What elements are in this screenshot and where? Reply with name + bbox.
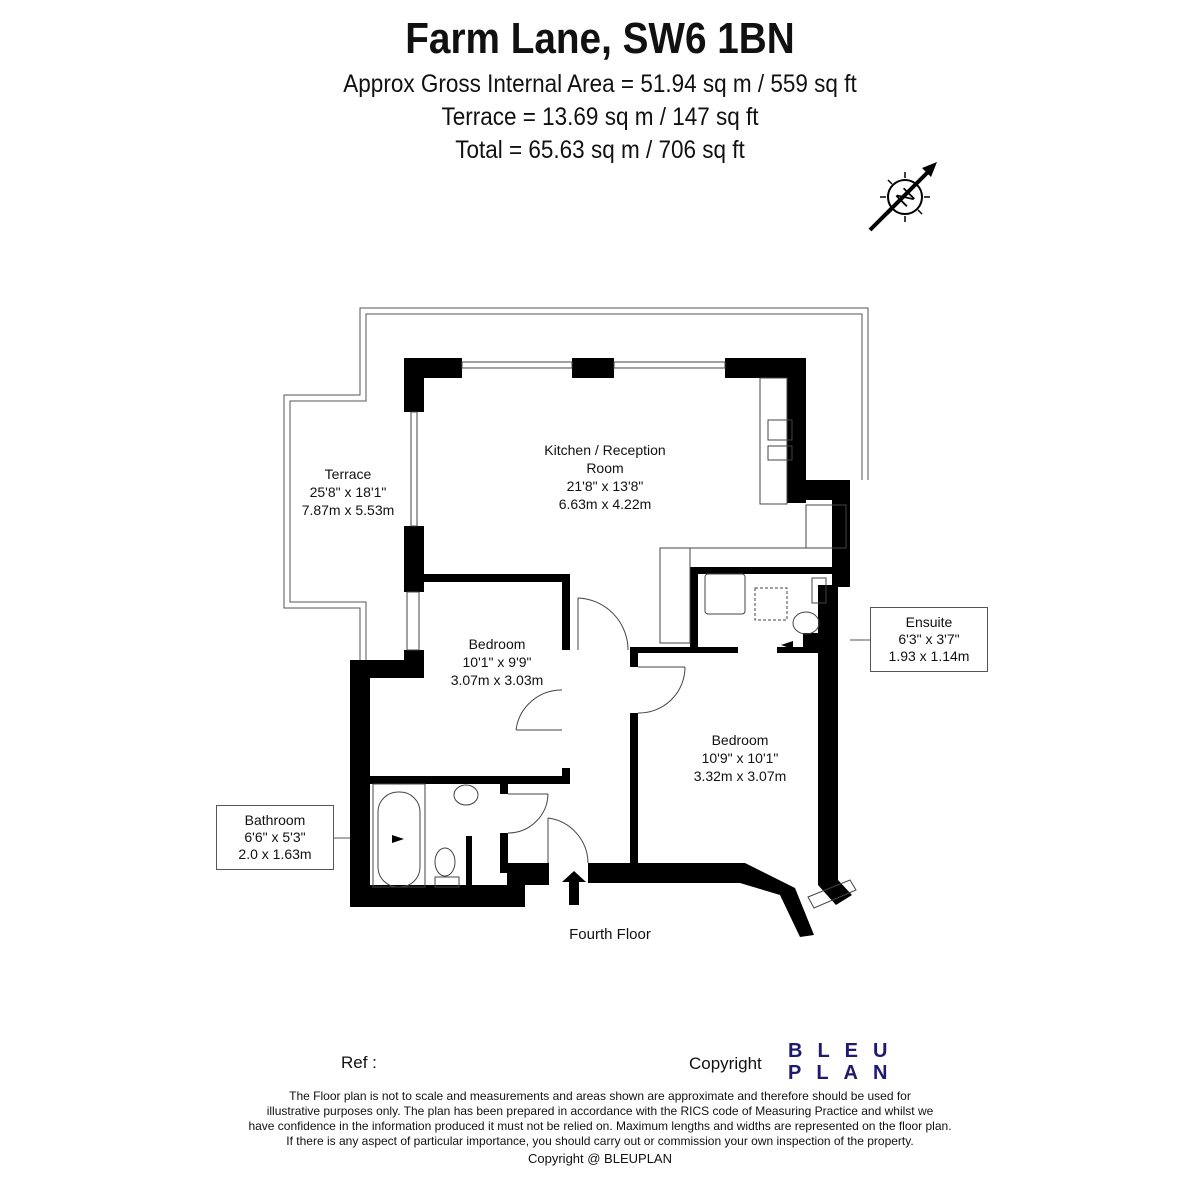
room-metric: 2.0 x 1.63m bbox=[238, 846, 312, 862]
floor-label: Fourth Floor bbox=[569, 926, 651, 943]
compass-icon: N bbox=[868, 162, 937, 232]
room-name: Bathroom bbox=[244, 812, 306, 828]
room-imperial: 10'1" x 9'9" bbox=[462, 654, 532, 670]
walls bbox=[350, 358, 852, 937]
ref-label: Ref : bbox=[341, 1053, 377, 1072]
disclaimer: The Floor plan is not to scale and measu… bbox=[0, 1089, 1200, 1166]
copyright-label: Copyright bbox=[689, 1054, 762, 1073]
room-metric: 3.07m x 3.03m bbox=[450, 672, 544, 688]
arrows bbox=[392, 641, 793, 905]
bath-arrow-icon bbox=[392, 835, 404, 843]
room-name: Bedroom bbox=[711, 732, 769, 748]
entrance-arrow-icon bbox=[562, 871, 586, 905]
label-leaders bbox=[334, 639, 870, 839]
room-imperial: 6'3" x 3'7" bbox=[898, 631, 960, 647]
disclaimer-line: If there is any aspect of particular imp… bbox=[286, 1134, 914, 1148]
ensuite-arrow-icon bbox=[781, 641, 793, 649]
room-name: Terrace bbox=[324, 466, 372, 482]
room-metric: 1.93 x 1.14m bbox=[888, 648, 970, 664]
terrace-area: Terrace = 13.69 sq m / 147 sq ft bbox=[441, 103, 759, 131]
disclaimer-line: The Floor plan is not to scale and measu… bbox=[289, 1089, 911, 1103]
room-metric: 3.32m x 3.07m bbox=[693, 768, 787, 784]
room-label-bathroom: Bathroom 6'6" x 5'3" 2.0 x 1.63m bbox=[216, 805, 334, 870]
room-imperial: 25'8" x 18'1" bbox=[309, 484, 387, 500]
room-imperial: 21'8" x 13'8" bbox=[566, 478, 644, 494]
room-imperial: 6'6" x 5'3" bbox=[244, 829, 306, 845]
disclaimer-line: illustrative purposes only. The plan has… bbox=[266, 1104, 934, 1118]
property-title: Farm Lane, SW6 1BN bbox=[405, 14, 795, 63]
logo-line-2: PLAN bbox=[788, 1062, 903, 1084]
room-label-kitchen: Kitchen / Reception Room 21'8" x 13'8" 6… bbox=[500, 441, 710, 513]
bleuplan-logo: BLEU PLAN bbox=[788, 1040, 902, 1084]
room-name: Ensuite bbox=[905, 614, 953, 630]
gross-area: Approx Gross Internal Area = 51.94 sq m … bbox=[343, 70, 857, 98]
disclaimer-line: have confidence in the information produ… bbox=[248, 1119, 952, 1133]
room-name-cont: Room bbox=[586, 460, 624, 476]
room-name: Kitchen / Reception bbox=[544, 442, 666, 458]
copyright-line: Copyright @ BLEUPLAN bbox=[528, 1151, 672, 1166]
room-name: Bedroom bbox=[468, 636, 526, 652]
room-label-bedroom-2: Bedroom 10'9" x 10'1" 3.32m x 3.07m bbox=[670, 731, 810, 785]
total-area: Total = 65.63 sq m / 706 sq ft bbox=[455, 136, 745, 164]
room-metric: 6.63m x 4.22m bbox=[558, 496, 652, 512]
room-label-ensuite: Ensuite 6'3" x 3'7" 1.93 x 1.14m bbox=[870, 607, 988, 672]
room-imperial: 10'9" x 10'1" bbox=[701, 750, 779, 766]
room-metric: 7.87m x 5.53m bbox=[301, 502, 395, 518]
room-label-bedroom-1: Bedroom 10'1" x 9'9" 3.07m x 3.03m bbox=[427, 635, 567, 689]
terrace-outline bbox=[283, 307, 869, 660]
room-label-terrace: Terrace 25'8" x 18'1" 7.87m x 5.53m bbox=[288, 465, 408, 519]
logo-line-1: BLEU bbox=[788, 1040, 903, 1062]
windows-and-doors bbox=[372, 361, 857, 909]
